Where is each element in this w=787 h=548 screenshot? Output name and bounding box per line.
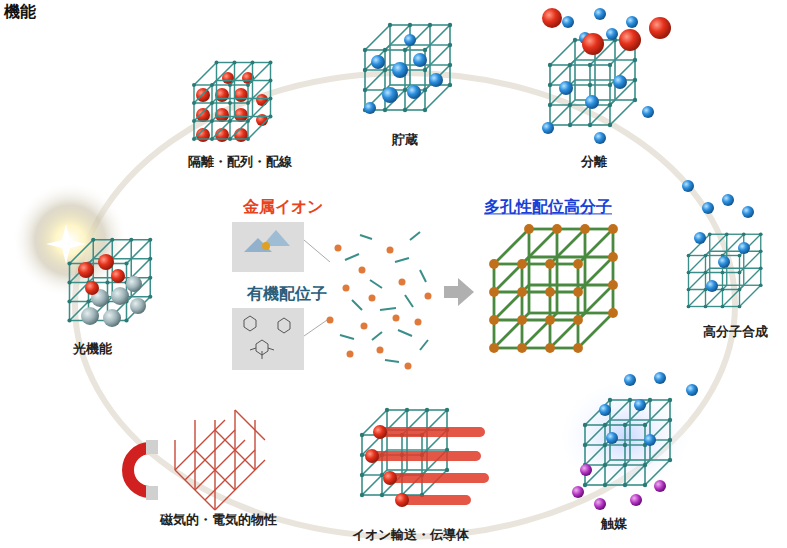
function-label: 貯蔵 (392, 132, 418, 148)
function-label: 高分子合成 (703, 324, 768, 340)
page-title: 機能 (4, 2, 36, 21)
component-label: 金属イオン (243, 197, 323, 216)
function-label: 触媒 (601, 516, 627, 532)
function-label: 磁気的・電気的物性 (160, 512, 277, 528)
product-label: 多孔性配位高分子 (484, 197, 612, 216)
function-label: 分離 (581, 154, 607, 170)
component-label: 有機配位子 (247, 284, 327, 303)
function-label: 隔離・配列・配線 (188, 154, 292, 170)
function-label: イオン輸送・伝導体 (352, 527, 469, 543)
function-label: 光機能 (73, 341, 112, 357)
